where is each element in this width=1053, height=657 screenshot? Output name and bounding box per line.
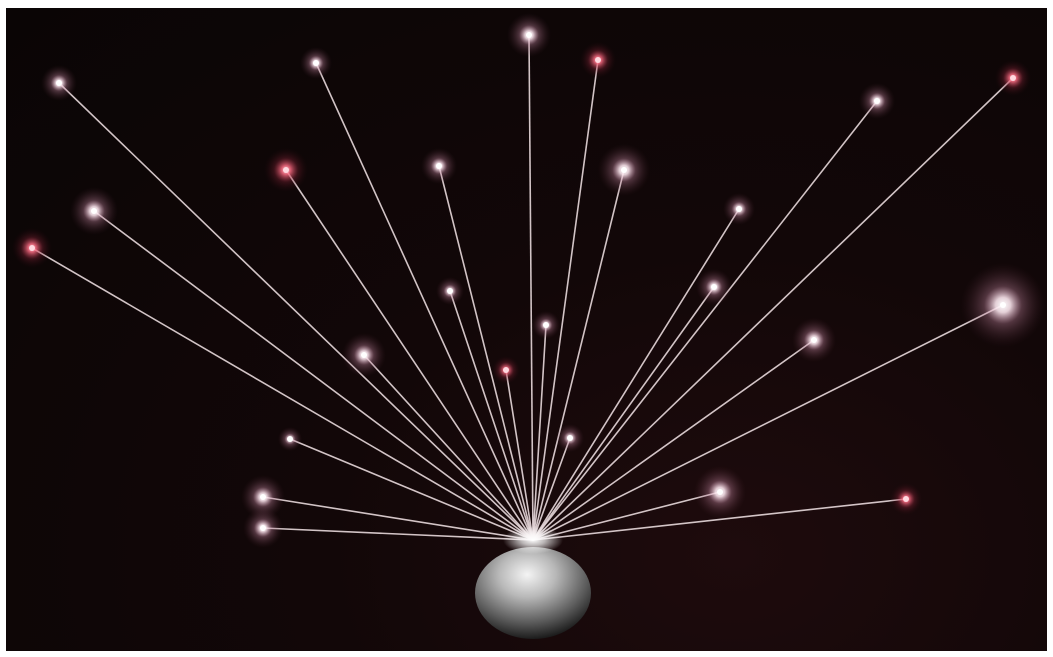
fiber-tip-point [287,436,293,442]
fiber-strand [286,170,533,540]
fiber-tip-point [436,163,442,169]
fiber-strand [316,63,533,540]
fiber-strand [439,166,533,540]
fiber-tip-point [29,245,35,251]
fiber-tip-point [1010,75,1016,81]
lamp-base-dome [475,547,591,639]
fiber-tip-point [811,337,817,343]
fiber-optic-scene [6,8,1047,651]
fiber-strand [533,492,720,540]
fiber-tip-point [361,352,367,358]
fiber-tip-point [56,80,62,86]
fiber-tip-point [503,367,509,373]
fiber-tip-point [1000,302,1006,308]
fiber-tip-point [91,208,97,214]
fiber-strand [533,287,714,540]
lamp-base [475,526,591,639]
fiber-strand [450,291,533,540]
fiber-tip-point [526,32,532,38]
light-hub [503,526,563,554]
fiber-strand [533,305,1003,540]
fiber-tip-point [736,206,742,212]
fiber-tip-point [543,322,549,328]
fiber-tips [12,13,1045,548]
fiber-tip-point [283,167,289,173]
fiber-strand [529,35,533,540]
fiber-tip-point [903,496,909,502]
fiber-tip-point [711,284,717,290]
fiber-strand [533,78,1013,540]
fiber-tip-point [621,167,627,173]
photo-frame [6,8,1047,651]
fiber-strand [94,211,533,540]
fiber-tip-point [260,525,266,531]
fiber-tip-point [313,60,319,66]
fiber-tip-point [260,494,266,500]
fiber-tip-point [717,489,723,495]
fiber-strand [533,60,598,540]
fiber-tip-point [567,435,573,441]
fiber-tip-point [447,288,453,294]
fiber-strand [290,439,533,540]
fiber-tip-point [874,98,880,104]
fiber-tip-point [595,57,601,63]
